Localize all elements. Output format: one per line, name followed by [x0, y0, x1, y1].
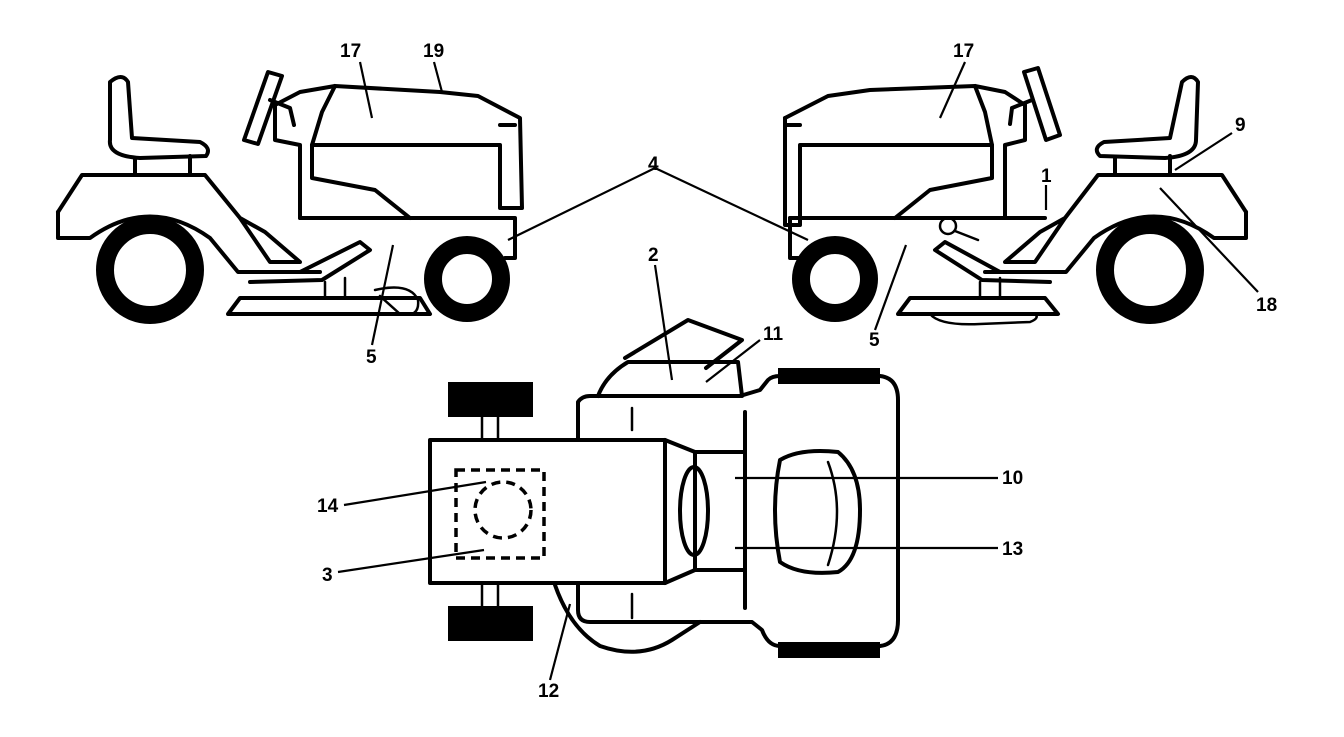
callout-17-right: 17: [953, 41, 974, 62]
tractor-right-side-view: [783, 66, 1248, 326]
callout-18: 18: [1256, 295, 1277, 316]
callout-10: 10: [1002, 468, 1023, 489]
callout-5-left: 5: [366, 347, 377, 368]
callout-13: 13: [1002, 539, 1023, 560]
tractor-top-view: [428, 318, 900, 658]
callout-12: 12: [538, 681, 559, 702]
callout-5-right: 5: [869, 330, 880, 351]
callout-14: 14: [317, 496, 339, 517]
callout-1: 1: [1041, 166, 1052, 187]
callout-3: 3: [322, 565, 333, 586]
callout-2: 2: [648, 245, 659, 266]
callout-11: 11: [763, 324, 784, 345]
callout-9: 9: [1235, 115, 1246, 136]
tractor-left-side-view: [56, 70, 524, 324]
callout-17-left: 17: [340, 41, 361, 62]
leader-lines: [337, 61, 1259, 681]
callout-19: 19: [423, 41, 444, 62]
callout-labels: 17 19 17 9 4 1 18 5 5 2 11 10 13 14 3 12: [317, 41, 1277, 702]
callout-4: 4: [648, 154, 659, 175]
